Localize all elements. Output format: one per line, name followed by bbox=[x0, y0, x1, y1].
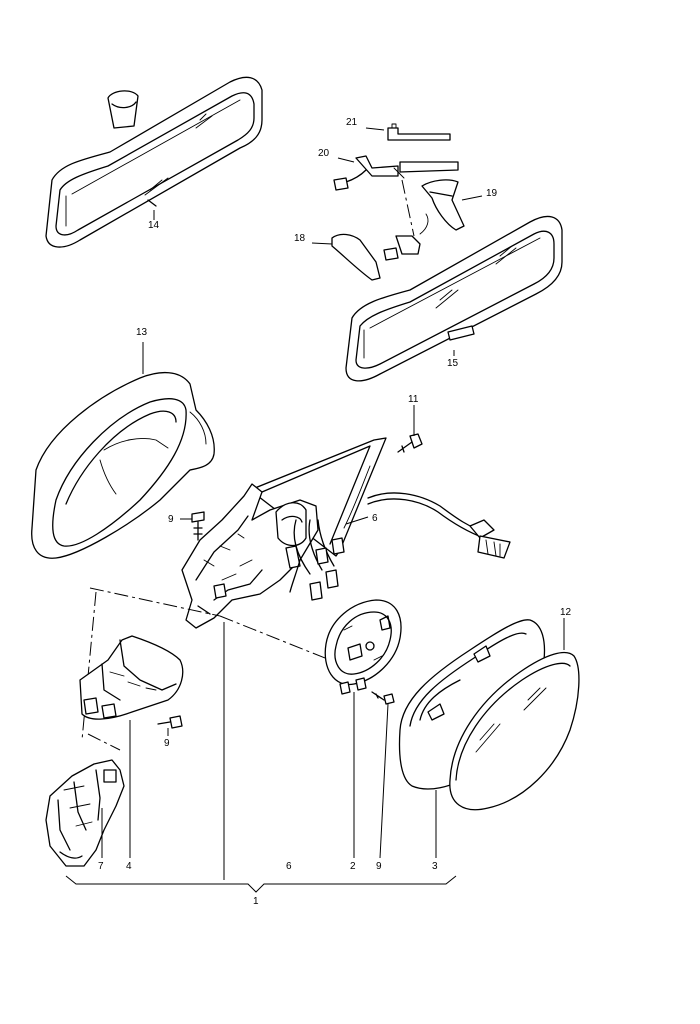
lower-cover bbox=[79, 635, 184, 720]
callout-13: 13 bbox=[136, 327, 148, 338]
callout-7: 7 bbox=[98, 861, 104, 872]
bolt bbox=[397, 433, 423, 453]
assembly-bracket bbox=[181, 483, 345, 629]
indicator-housing bbox=[45, 759, 125, 867]
glass-carrier-plate bbox=[398, 619, 546, 790]
callout-21: 21 bbox=[346, 117, 358, 128]
assembly-line-motor bbox=[219, 615, 341, 665]
trim-clip bbox=[387, 123, 451, 141]
interior-mirror-left bbox=[45, 76, 263, 248]
callout-9-lower: 9 bbox=[164, 738, 170, 749]
mirror-cover-upper bbox=[421, 179, 465, 231]
callouts: 21 20 19 18 14 15 13 11 9 6 12 9 7 4 6 2… bbox=[98, 117, 572, 907]
screw-lower bbox=[157, 715, 183, 729]
mirror-glass bbox=[449, 651, 580, 811]
assembly-line-bracket bbox=[401, 179, 415, 237]
callout-18: 18 bbox=[294, 233, 306, 244]
callout-12: 12 bbox=[560, 607, 572, 618]
wiring-bracket bbox=[333, 155, 459, 191]
callout-2: 2 bbox=[350, 861, 356, 872]
screw-upper bbox=[191, 511, 205, 541]
mirror-cover-lower bbox=[331, 213, 429, 281]
callout-6-upper: 6 bbox=[372, 513, 378, 524]
callout-19: 19 bbox=[486, 188, 498, 199]
mirror-base-frame bbox=[249, 437, 511, 559]
callout-4: 4 bbox=[126, 861, 132, 872]
callout-20: 20 bbox=[318, 148, 330, 159]
callout-9-upper: 9 bbox=[168, 514, 174, 525]
callout-14: 14 bbox=[148, 220, 160, 231]
callout-6-lower: 6 bbox=[286, 861, 292, 872]
interior-mirror-right bbox=[345, 215, 563, 382]
callout-9-motor: 9 bbox=[376, 861, 382, 872]
screw-motor bbox=[371, 691, 395, 705]
leader-lines bbox=[65, 127, 565, 893]
assembly-line-indicator bbox=[87, 733, 121, 751]
callout-11: 11 bbox=[408, 394, 419, 405]
callout-1: 1 bbox=[253, 896, 259, 907]
callout-15: 15 bbox=[447, 358, 459, 369]
assembly-line-cover bbox=[89, 587, 221, 617]
callout-3: 3 bbox=[432, 861, 438, 872]
adjuster-motor bbox=[324, 599, 402, 695]
mirror-housing-cap bbox=[31, 372, 215, 559]
